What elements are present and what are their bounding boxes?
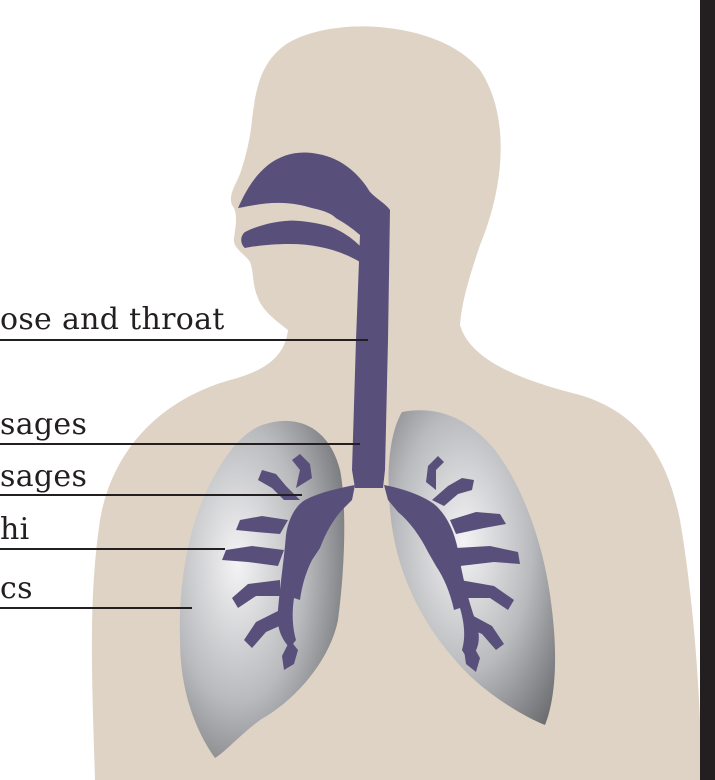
label-large-air-passages: sages	[0, 410, 87, 440]
page-edge-bar	[700, 0, 715, 780]
label-bronchi: hi	[0, 515, 30, 545]
label-nose-and-throat: ose and throat	[0, 305, 225, 335]
label-lobules: cs	[0, 574, 33, 604]
label-small-air-passages: sages	[0, 462, 87, 492]
